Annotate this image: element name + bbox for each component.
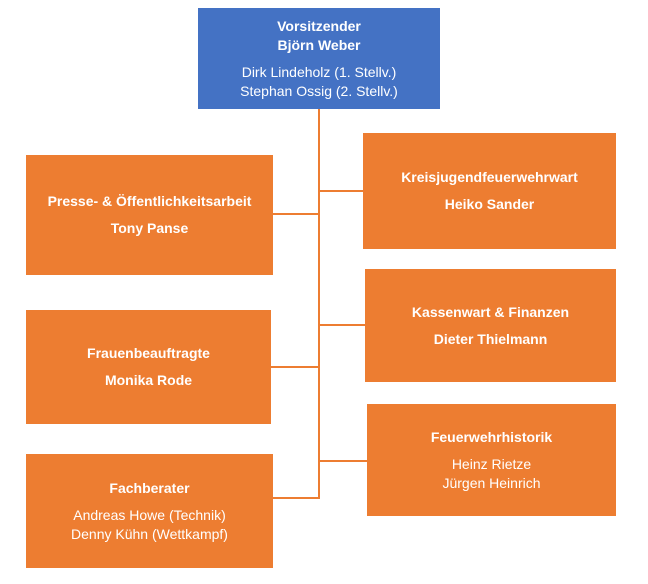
connector-kassenwart (318, 324, 365, 326)
chair-deputy-2: Stephan Ossig (2. Stellv.) (240, 82, 398, 99)
chair-title: Vorsitzender (277, 17, 361, 34)
kassenwart-title: Kassenwart & Finanzen (411, 303, 570, 320)
fachberater-title: Fachberater (109, 479, 190, 496)
chair-name: Björn Weber (277, 36, 361, 53)
kreisjugend-name: Heiko Sander (444, 196, 535, 212)
presse-name: Tony Panse (110, 220, 189, 236)
kassenwart-name: Dieter Thielmann (433, 330, 548, 347)
kreisjugend-box: Kreisjugendfeuerwehrwart Heiko Sander (363, 133, 616, 249)
presse-box: Presse- & Öffentlichkeitsarbeit Tony Pan… (26, 155, 273, 275)
connector-kreisjugend (318, 190, 363, 192)
frauen-name: Monika Rode (104, 372, 193, 388)
historik-box: Feuerwehrhistorik Heinz Rietze Jürgen He… (367, 404, 616, 516)
connector-presse (273, 213, 319, 215)
chair-box: Vorsitzender Björn Weber Dirk Lindeholz … (198, 8, 440, 109)
fachberater-line-1: Andreas Howe (Technik) (73, 506, 226, 523)
chair-deputy-1: Dirk Lindeholz (1. Stellv.) (241, 63, 397, 80)
fachberater-line-2: Denny Kühn (Wettkampf) (71, 525, 228, 542)
fachberater-box: Fachberater Andreas Howe (Technik) Denny… (26, 454, 273, 568)
historik-line-2: Jürgen Heinrich (442, 474, 541, 491)
frauen-title: Frauenbeauftragte (87, 345, 210, 361)
presse-title: Presse- & Öffentlichkeitsarbeit (47, 193, 252, 209)
frauen-box: Frauenbeauftragte Monika Rode (26, 310, 271, 424)
kreisjugend-title: Kreisjugendfeuerwehrwart (401, 169, 578, 185)
historik-line-1: Heinz Rietze (451, 455, 532, 472)
connector-historik (318, 460, 367, 462)
historik-title: Feuerwehrhistorik (430, 428, 553, 445)
trunk-connector (318, 109, 320, 499)
connector-fachberater (273, 497, 319, 499)
kassenwart-box: Kassenwart & Finanzen Dieter Thielmann (365, 269, 616, 382)
connector-frauen (271, 366, 319, 368)
